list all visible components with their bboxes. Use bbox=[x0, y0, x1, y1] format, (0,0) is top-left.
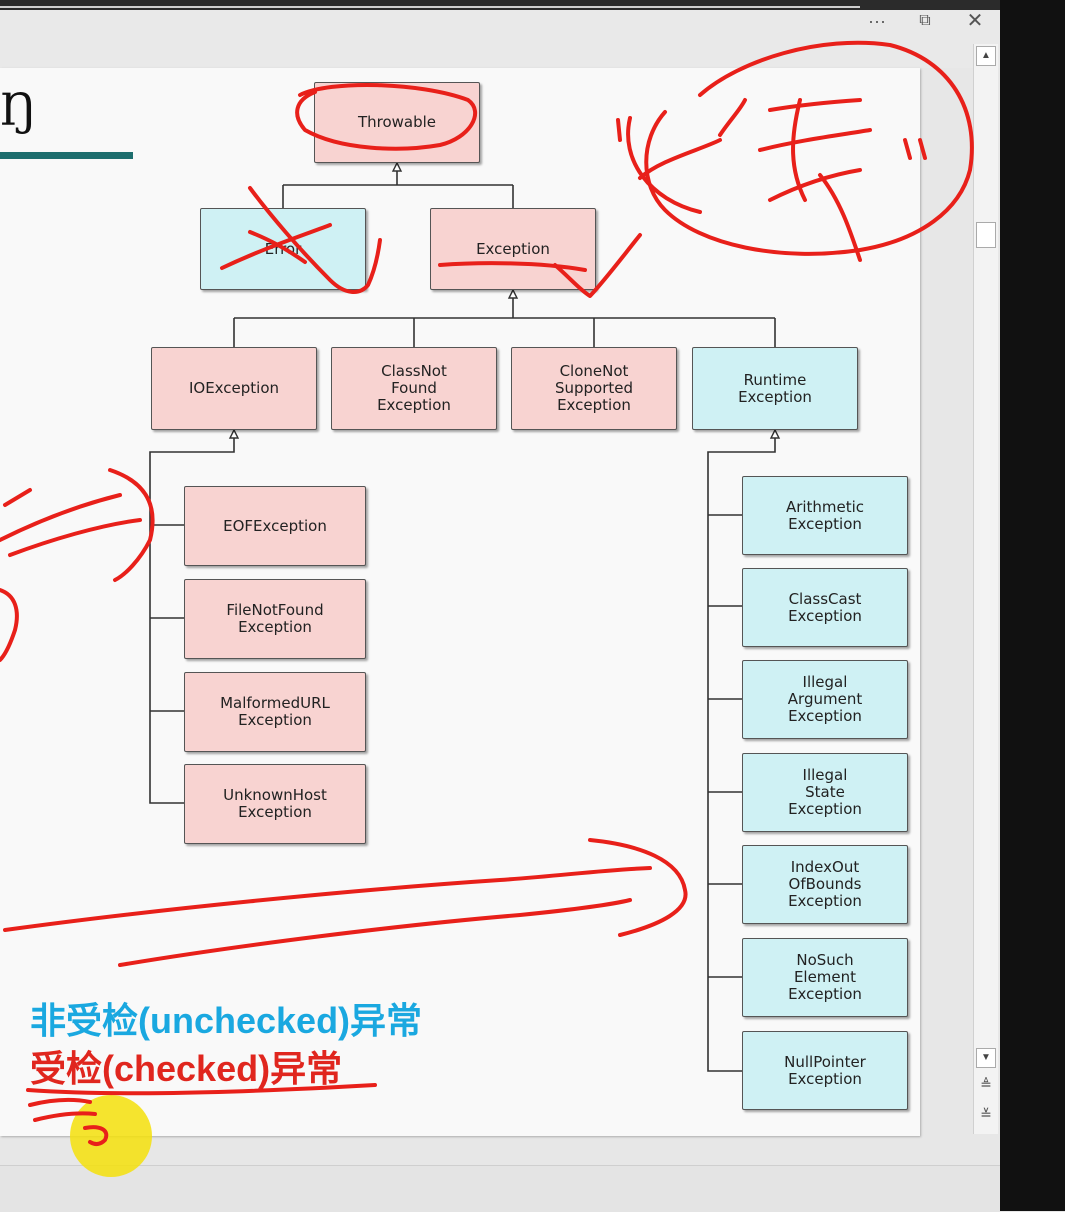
scroll-thumb[interactable] bbox=[976, 222, 996, 248]
restore-icon[interactable]: ⧉ bbox=[919, 12, 931, 29]
scroll-down-icon[interactable]: ▼ bbox=[976, 1048, 996, 1068]
slide-title-fragment: Ŋ bbox=[0, 85, 38, 136]
node-illegalargument-exception: Illegal Argument Exception bbox=[742, 660, 908, 739]
node-classnotfound-exception: ClassNot Found Exception bbox=[331, 347, 497, 430]
node-throwable: Throwable bbox=[314, 82, 480, 163]
vertical-scrollbar[interactable]: ▲ ▼ ≜ ≚ bbox=[973, 44, 998, 1134]
node-nosuchelement-exception: NoSuch Element Exception bbox=[742, 938, 908, 1017]
more-icon[interactable]: ··· bbox=[868, 11, 886, 31]
node-classcast-exception: ClassCast Exception bbox=[742, 568, 908, 647]
pointer-highlight bbox=[70, 1095, 152, 1177]
prev-slide-icon[interactable]: ≜ bbox=[980, 1076, 992, 1092]
node-clonenotsupported-exception: CloneNot Supported Exception bbox=[511, 347, 677, 430]
legend-unchecked: 非受检(unchecked)异常 bbox=[30, 1000, 423, 1041]
node-malformedurl-exception: MalformedURL Exception bbox=[184, 672, 366, 752]
close-icon[interactable]: ✕ bbox=[966, 10, 984, 32]
node-indexoutofbounds-exception: IndexOut OfBounds Exception bbox=[742, 845, 908, 924]
top-bar-line bbox=[0, 6, 860, 8]
node-eof-exception: EOFException bbox=[184, 486, 366, 566]
top-bar bbox=[0, 0, 1065, 10]
node-exception: Exception bbox=[430, 208, 596, 290]
dark-edge bbox=[1000, 0, 1065, 1211]
title-underline bbox=[0, 152, 133, 159]
node-runtime-exception: Runtime Exception bbox=[692, 347, 858, 430]
node-error: Error bbox=[200, 208, 366, 290]
legend-checked: 受检(checked)异常 bbox=[30, 1048, 343, 1089]
node-unknownhost-exception: UnknownHost Exception bbox=[184, 764, 366, 844]
node-illegalstate-exception: Illegal State Exception bbox=[742, 753, 908, 832]
node-nullpointer-exception: NullPointer Exception bbox=[742, 1031, 908, 1110]
node-arithmetic-exception: Arithmetic Exception bbox=[742, 476, 908, 555]
node-ioexception: IOException bbox=[151, 347, 317, 430]
scroll-up-icon[interactable]: ▲ bbox=[976, 46, 996, 66]
node-filenotfound-exception: FileNotFound Exception bbox=[184, 579, 366, 659]
toolbar bbox=[0, 10, 1000, 68]
status-bar bbox=[0, 1165, 1000, 1212]
next-slide-icon[interactable]: ≚ bbox=[980, 1106, 992, 1122]
